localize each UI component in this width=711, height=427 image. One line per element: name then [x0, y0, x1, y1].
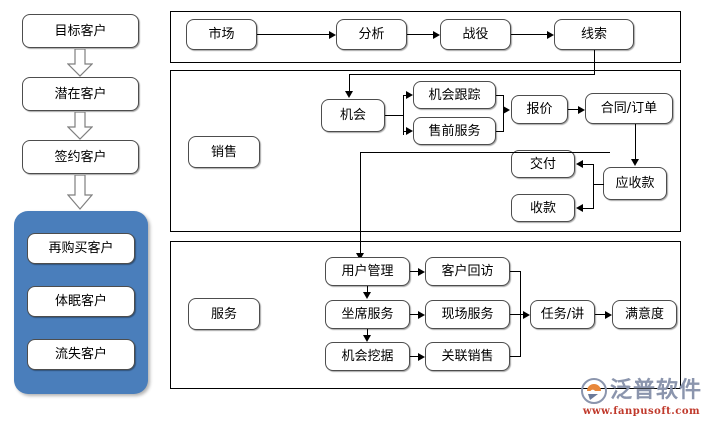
arrowhead-merge-to-quotation — [503, 106, 510, 114]
arrowhead-to-delivery — [576, 160, 583, 168]
node-contract-order[interactable]: 合同/订单 — [585, 93, 673, 124]
connector-tracking-out — [496, 95, 504, 96]
node-churned-customer[interactable]: 流失客户 — [27, 339, 135, 370]
node-quotation[interactable]: 报价 — [511, 95, 568, 124]
connector-relatedsales-merge — [510, 356, 521, 357]
arrowhead-seat-mining — [363, 335, 371, 342]
panel-service — [170, 241, 681, 389]
arrowhead-to-opportunity-tracking — [406, 91, 413, 99]
node-market[interactable]: 市场 — [186, 19, 257, 50]
connector-analysis-campaign — [407, 34, 433, 35]
arrowhead-task-satisfaction — [605, 311, 612, 319]
panel-marketing — [170, 11, 681, 63]
fanpu-mark-icon — [581, 377, 607, 405]
connector-mining-relatedsales — [410, 356, 418, 357]
block-arrow-potential-to-signed — [67, 112, 93, 140]
logo-website-url: www.fanpusoft.com — [582, 406, 701, 417]
arrowhead-usermgmt-seat — [363, 292, 371, 299]
logo-company-name: 泛普软件 — [610, 378, 703, 403]
node-related-sales[interactable]: 关联销售 — [425, 342, 510, 371]
arrowhead-sales-to-service — [356, 253, 364, 260]
arrowhead-analysis-campaign — [433, 31, 440, 39]
panel-sales — [170, 70, 681, 232]
arrowhead-seat-onsite — [418, 311, 425, 319]
arrowhead-to-collection — [576, 204, 583, 212]
connector-usermgmt-revisit — [410, 271, 418, 272]
panel-label-service: 服务 — [188, 298, 260, 330]
company-logo: 泛普软件 www.fanpusoft.com — [581, 377, 703, 417]
arrowhead-mining-relatedsales — [418, 353, 425, 361]
connector-onsite-merge — [510, 314, 523, 315]
node-receivable[interactable]: 应收款 — [603, 167, 667, 200]
arrowhead-merge-to-task — [523, 311, 530, 319]
node-customer-revisit[interactable]: 客户回访 — [425, 257, 510, 286]
logo-row: 泛普软件 — [581, 377, 703, 405]
connector-bracket-to-collection — [583, 208, 594, 209]
node-delivery[interactable]: 交付 — [511, 150, 575, 178]
node-task[interactable]: 任务/讲 — [530, 300, 595, 329]
node-satisfaction[interactable]: 满意度 — [612, 300, 677, 329]
arrowhead-contract-receivable — [631, 159, 639, 166]
arrowhead-usermgmt-revisit — [418, 268, 425, 276]
connector-branch-to-presale — [403, 131, 406, 132]
arrowhead-to-presale-service — [406, 127, 413, 135]
connector-lead-to-opportunity — [349, 74, 350, 93]
node-lead[interactable]: 线索 — [554, 19, 634, 50]
connector-receivable-stub — [593, 184, 604, 185]
connector-presale-out — [496, 131, 504, 132]
connector-quotation-contract — [568, 109, 578, 110]
node-seat-service[interactable]: 坐席服务 — [325, 300, 410, 329]
connector-opportunity-out — [385, 115, 403, 116]
connector-bracket-to-delivery — [583, 164, 594, 165]
connector-usermgmt-seat — [367, 286, 368, 293]
block-arrow-target-to-potential — [67, 49, 93, 77]
connector-lead-across — [349, 74, 595, 75]
block-arrow-signed-to-group — [67, 175, 93, 210]
connector-receivable-bracket — [593, 164, 594, 208]
connector-opportunity-bracket — [403, 95, 404, 135]
connector-revisit-merge — [510, 271, 521, 272]
connector-lead-down — [594, 50, 595, 74]
arrowhead-campaign-lead — [547, 31, 554, 39]
node-target-customer[interactable]: 目标客户 — [22, 14, 139, 48]
connector-contract-receivable — [635, 124, 636, 160]
node-dormant-customer[interactable]: 体眠客户 — [27, 286, 135, 317]
connector-task-satisfaction — [595, 314, 605, 315]
node-user-management[interactable]: 用户管理 — [325, 257, 410, 286]
connector-seat-mining — [367, 329, 368, 336]
node-opportunity-mining[interactable]: 机会挖据 — [325, 342, 410, 371]
arrowhead-lead-to-opportunity — [345, 91, 353, 98]
connector-seat-onsite — [410, 314, 418, 315]
arrowhead-quotation-contract — [578, 106, 585, 114]
connector-branch-to-tracking — [403, 95, 406, 96]
node-onsite-service[interactable]: 现场服务 — [425, 300, 510, 329]
node-opportunity-tracking[interactable]: 机会跟踪 — [413, 81, 496, 109]
arrowhead-market-analysis — [329, 31, 336, 39]
connector-sales-to-service-vertical — [360, 152, 361, 256]
node-potential-customer[interactable]: 潜在客户 — [22, 77, 139, 111]
node-campaign[interactable]: 战役 — [440, 19, 511, 50]
connector-sales-to-service-horizontal — [360, 152, 610, 153]
node-analysis[interactable]: 分析 — [336, 19, 407, 50]
node-signed-customer[interactable]: 签约客户 — [22, 140, 139, 174]
panel-label-sales: 销售 — [188, 136, 260, 168]
node-collection[interactable]: 收款 — [511, 194, 575, 222]
node-presale-service[interactable]: 售前服务 — [413, 117, 496, 145]
node-opportunity[interactable]: 机会 — [321, 99, 385, 132]
connector-campaign-lead — [511, 34, 547, 35]
node-repurchase-customer[interactable]: 再购买客户 — [27, 233, 135, 264]
connector-market-analysis — [257, 34, 329, 35]
